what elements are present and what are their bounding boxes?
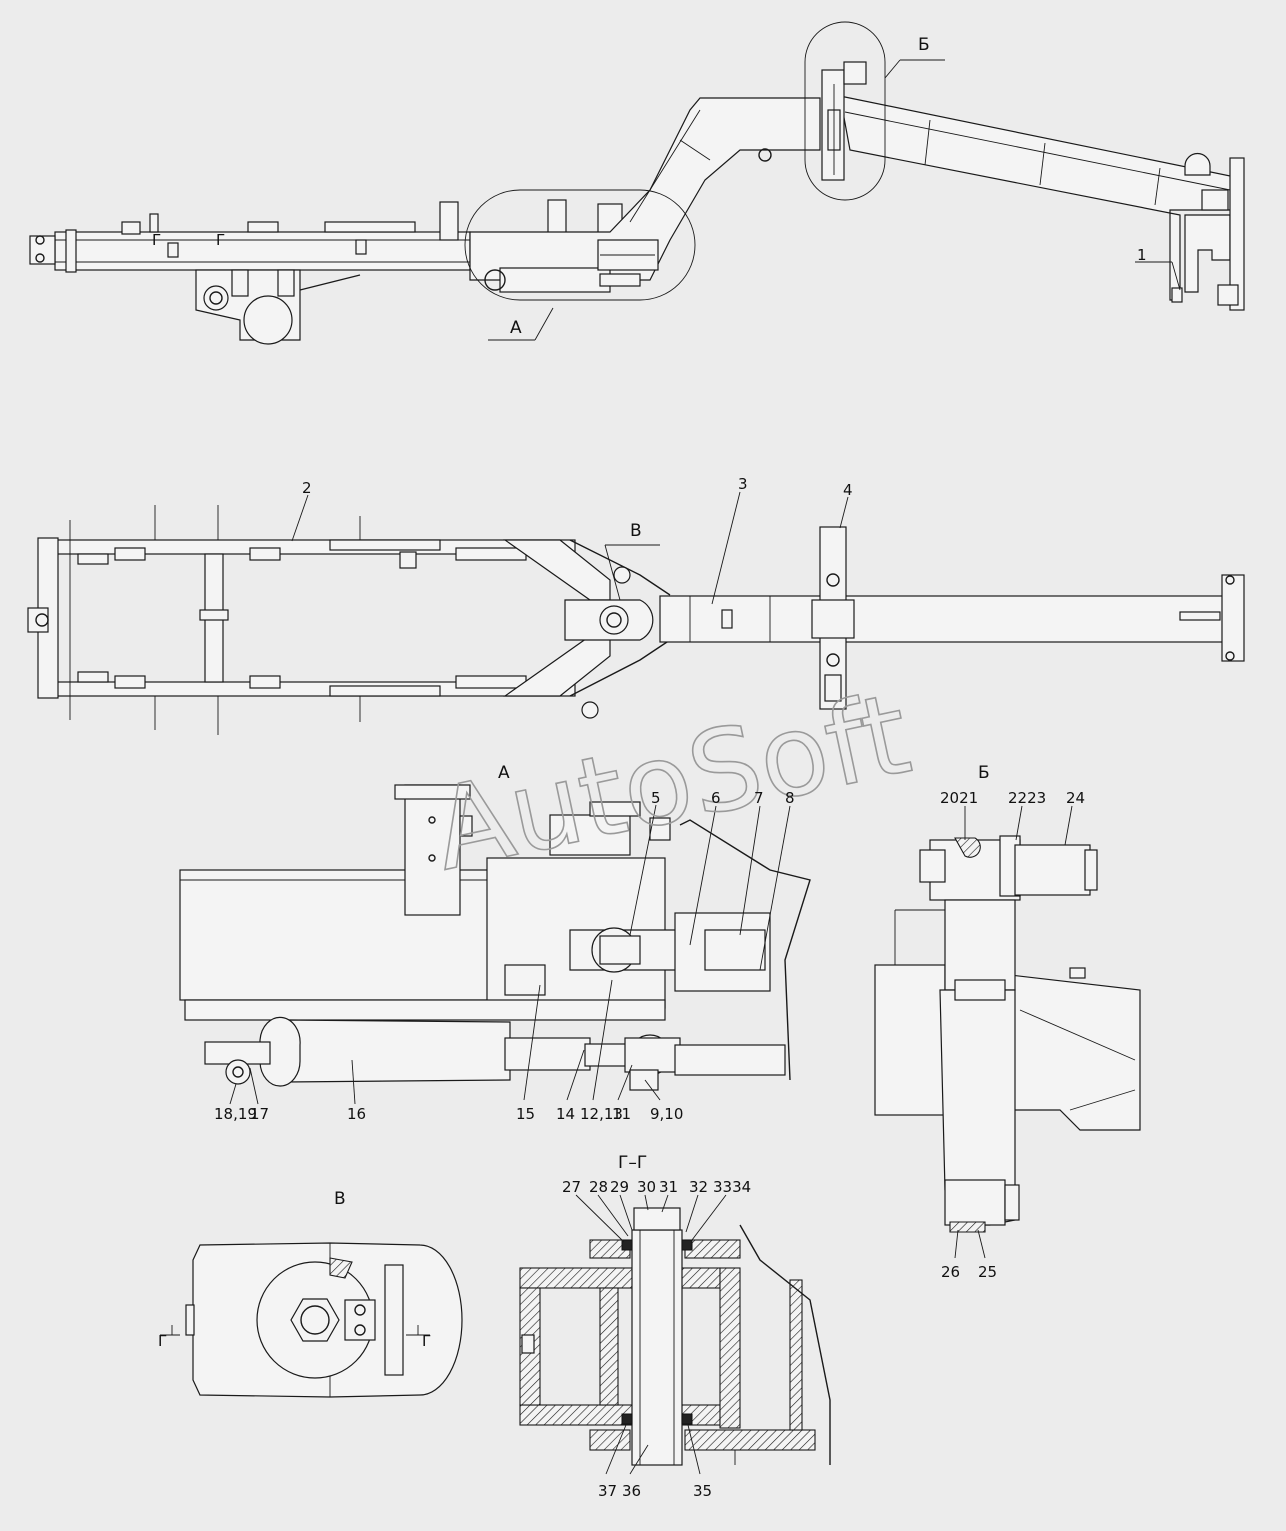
- callout-17: 17: [250, 1105, 269, 1123]
- detail-a: [179, 784, 811, 1105]
- section-mark-g-right: Г: [422, 1332, 431, 1350]
- section-mark-g-1: Г: [152, 231, 161, 249]
- callout-36: 36: [622, 1482, 641, 1500]
- detail-v: [160, 1242, 463, 1398]
- callout-22-23: 2223: [1008, 789, 1046, 807]
- callout-29: 29: [610, 1178, 629, 1196]
- frame-side-view: [29, 21, 1245, 345]
- callout-16: 16: [347, 1105, 366, 1123]
- callout-15: 15: [516, 1105, 535, 1123]
- section-g-g: [519, 1194, 831, 1475]
- callout-8: 8: [785, 789, 795, 807]
- view-label-v-plan: В: [630, 521, 642, 541]
- section-title-gg: Г–Г: [618, 1153, 647, 1173]
- callout-26: 26: [941, 1263, 960, 1281]
- callout-20-21: 2021: [940, 789, 978, 807]
- callout-11: 11: [612, 1105, 631, 1123]
- callout-24: 24: [1066, 789, 1085, 807]
- detail-title-a: А: [498, 763, 510, 783]
- callout-7: 7: [754, 789, 764, 807]
- callout-32: 32: [689, 1178, 708, 1196]
- callout-3: 3: [738, 475, 748, 493]
- callout-4: 4: [843, 481, 853, 499]
- view-label-a-top: А: [510, 318, 522, 338]
- detail-title-v: В: [334, 1189, 346, 1209]
- section-mark-g-2: Г: [216, 231, 225, 249]
- callout-14: 14: [556, 1105, 575, 1123]
- callout-18-19: 18,19: [214, 1105, 257, 1123]
- frame-plan-view: [27, 491, 1245, 735]
- detail-title-b: Б: [978, 763, 990, 783]
- callout-35: 35: [693, 1482, 712, 1500]
- section-mark-g-left: Г: [158, 1332, 167, 1350]
- view-labels: Б А В Г Г А Б В Г–Г Г Г: [152, 35, 990, 1350]
- callout-37: 37: [598, 1482, 617, 1500]
- callout-2: 2: [302, 479, 312, 497]
- callout-27: 27: [562, 1178, 581, 1196]
- callout-9-10: 9,10: [650, 1105, 683, 1123]
- view-label-b-top: Б: [918, 35, 930, 55]
- callout-1: 1: [1137, 246, 1147, 264]
- callout-30: 30: [637, 1178, 656, 1196]
- callout-31: 31: [659, 1178, 678, 1196]
- detail-b: [874, 805, 1141, 1259]
- callout-12-13: 12,13: [580, 1105, 623, 1123]
- callouts: 1 2 3 4 5 6 7 8 9,10 11 12,13 14 15 16 1…: [214, 246, 1147, 1500]
- callout-28: 28: [589, 1178, 608, 1196]
- callout-33-34: 3334: [713, 1178, 751, 1196]
- callout-25: 25: [978, 1263, 997, 1281]
- callout-5: 5: [651, 789, 661, 807]
- callout-6: 6: [711, 789, 721, 807]
